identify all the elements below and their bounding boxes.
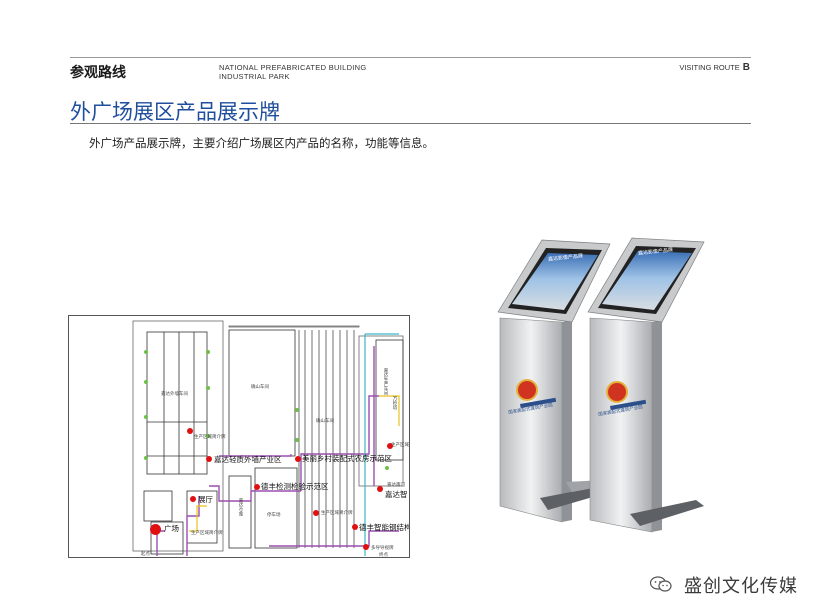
kiosk-stands-illustration — [497, 237, 705, 533]
label-hall: 展厅 — [198, 495, 213, 504]
label-guide-sign: 多导导视牌 — [371, 546, 394, 551]
label-start: 起点 — [141, 552, 150, 557]
marker-square — [150, 524, 161, 535]
page-title: 外广场展区产品展示牌 — [70, 100, 280, 124]
tree-marker — [206, 434, 210, 438]
wechat-icon — [650, 576, 672, 592]
watermark-text: 盛创文化传媒 — [684, 576, 798, 597]
label-tower: 万岭塔 — [392, 396, 397, 410]
marker-jiada-smart — [377, 486, 383, 492]
tree-marker — [385, 466, 389, 470]
marker-steel-structure-zone — [352, 524, 358, 530]
label-rural-housing-zone: 美丽乡村装配式农房示范区 — [302, 454, 392, 463]
marker-intro-sign-2 — [187, 428, 193, 434]
label-production-zone: 生产区域 — [391, 443, 409, 448]
header-rule — [70, 57, 751, 58]
label-intro-sign-2: 生产区域简介牌 — [321, 511, 353, 516]
label-exterior-wall-workshop: 嘉达外墙车间 — [161, 392, 188, 397]
marker-intro-sign — [313, 510, 319, 516]
tree-marker — [206, 386, 210, 390]
label-warehouse: 嘉达仓库 — [238, 498, 243, 516]
page-description: 外广场产品展示牌，主要介绍广场展区内产品的名称，功能等信息。 — [89, 136, 434, 150]
page-letter: B — [742, 62, 750, 73]
kiosk-left — [497, 239, 611, 523]
title-rule — [70, 123, 751, 124]
label-production-workshop: 嘉达生产车间 — [383, 368, 388, 395]
tree-marker — [144, 350, 148, 354]
marker-hall — [190, 496, 196, 502]
kiosk-right — [587, 237, 705, 533]
header-english-line2: INDUSTRIAL PARK — [219, 72, 290, 81]
label-parking: 停车场 — [267, 513, 281, 518]
site-map-drawing — [132, 320, 404, 556]
tree-marker — [295, 408, 299, 412]
marker-exterior-wall-zone — [206, 456, 212, 462]
tree-marker — [206, 350, 210, 354]
marker-guide-sign — [363, 544, 369, 550]
label-jiada-south-gate: 嘉达南门 — [387, 483, 405, 488]
marker-rural-housing-zone — [295, 456, 301, 462]
section-title: 参观路线 — [70, 65, 126, 81]
tree-marker — [144, 380, 148, 384]
label-exterior-wall-zone: 嘉达轻质外墙产业区 — [214, 455, 282, 464]
label-jiada-smart: 嘉达智 — [385, 490, 408, 499]
site-map: 广场 展厅 嘉达轻质外墙产业区 美丽乡村装配式农房示范区 德丰检测检验示范区 德… — [68, 315, 410, 558]
label-square: 广场 — [164, 524, 179, 533]
tree-marker — [295, 438, 299, 442]
header-english-line1: NATIONAL PREFABRICATED BUILDING — [219, 63, 367, 72]
header-english: NATIONAL PREFABRICATED BUILDING INDUSTRI… — [219, 63, 367, 81]
label-queshan-workshop: 确山车间 — [251, 385, 269, 390]
label-end: 终点 — [379, 553, 388, 558]
marker-testing-zone — [254, 484, 260, 490]
tree-marker — [144, 456, 148, 460]
tree-marker — [144, 415, 148, 419]
label-intro-sign: 生产区域简介牌 — [194, 435, 226, 440]
marker-production-zone — [387, 443, 393, 449]
label-testing-zone: 德丰检测检验示范区 — [261, 482, 329, 491]
visiting-route-label: VISITING ROUTE — [679, 63, 740, 72]
label-steel-structure-zone: 德丰智能钢结构 — [359, 523, 410, 532]
label-queshan-workshop-2: 确山车间 — [316, 419, 334, 424]
label-intro-sign-3: 生产区域简介牌 — [191, 531, 223, 536]
